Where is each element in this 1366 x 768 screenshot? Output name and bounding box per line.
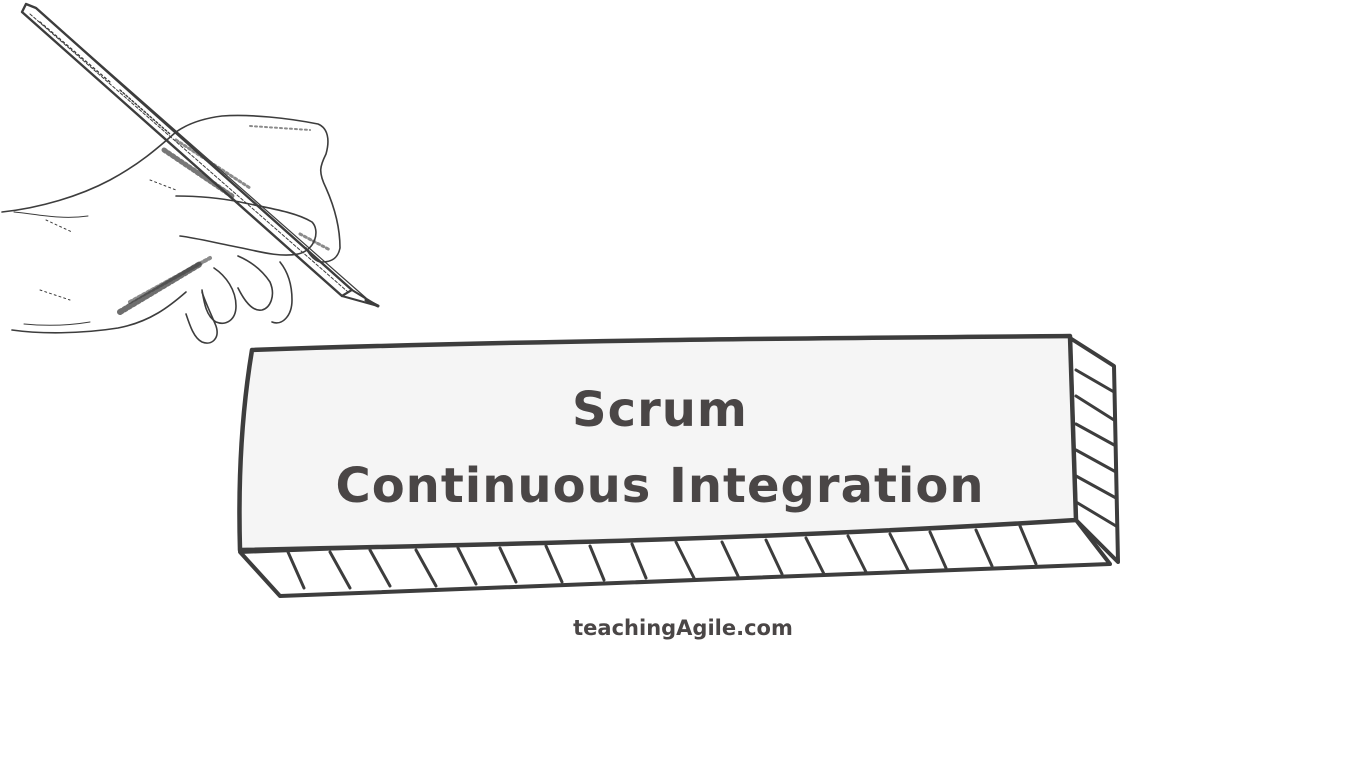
title-block: Scrum Continuous Integration xyxy=(250,352,1070,544)
title-line-1: Scrum xyxy=(572,382,748,438)
sketched-box xyxy=(237,333,1120,598)
title-line-2: Continuous Integration xyxy=(335,458,985,514)
hand-pencil-icon xyxy=(1,2,380,344)
site-url: teachingAgile.com xyxy=(573,616,793,640)
